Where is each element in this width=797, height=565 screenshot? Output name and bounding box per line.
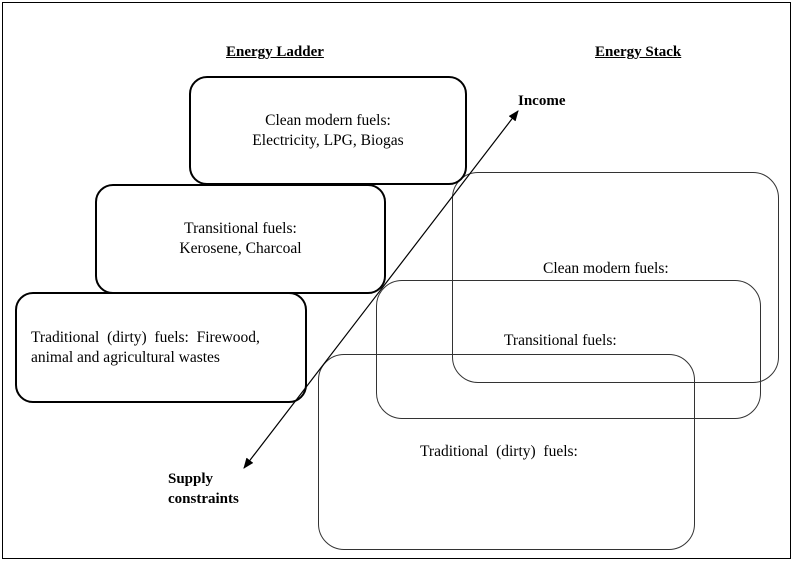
ladder-traditional-line1: Traditional (dirty) fuels: Firewood, <box>31 328 260 346</box>
energy-ladder-heading: Energy Ladder <box>226 44 324 60</box>
supply-constraints-label: Supply constraints <box>168 469 239 509</box>
income-label: Income <box>518 93 566 109</box>
diagram-frame <box>2 2 791 559</box>
supply-label-line2: constraints <box>168 491 239 507</box>
supply-label-line1: Supply <box>168 471 214 487</box>
ladder-traditional-line2: animal and agricultural wastes <box>31 348 220 366</box>
stack-clean-label: Clean modern fuels: <box>543 260 669 277</box>
stack-transitional-label: Transitional fuels: <box>504 332 617 349</box>
energy-stack-heading: Energy Stack <box>595 44 682 60</box>
